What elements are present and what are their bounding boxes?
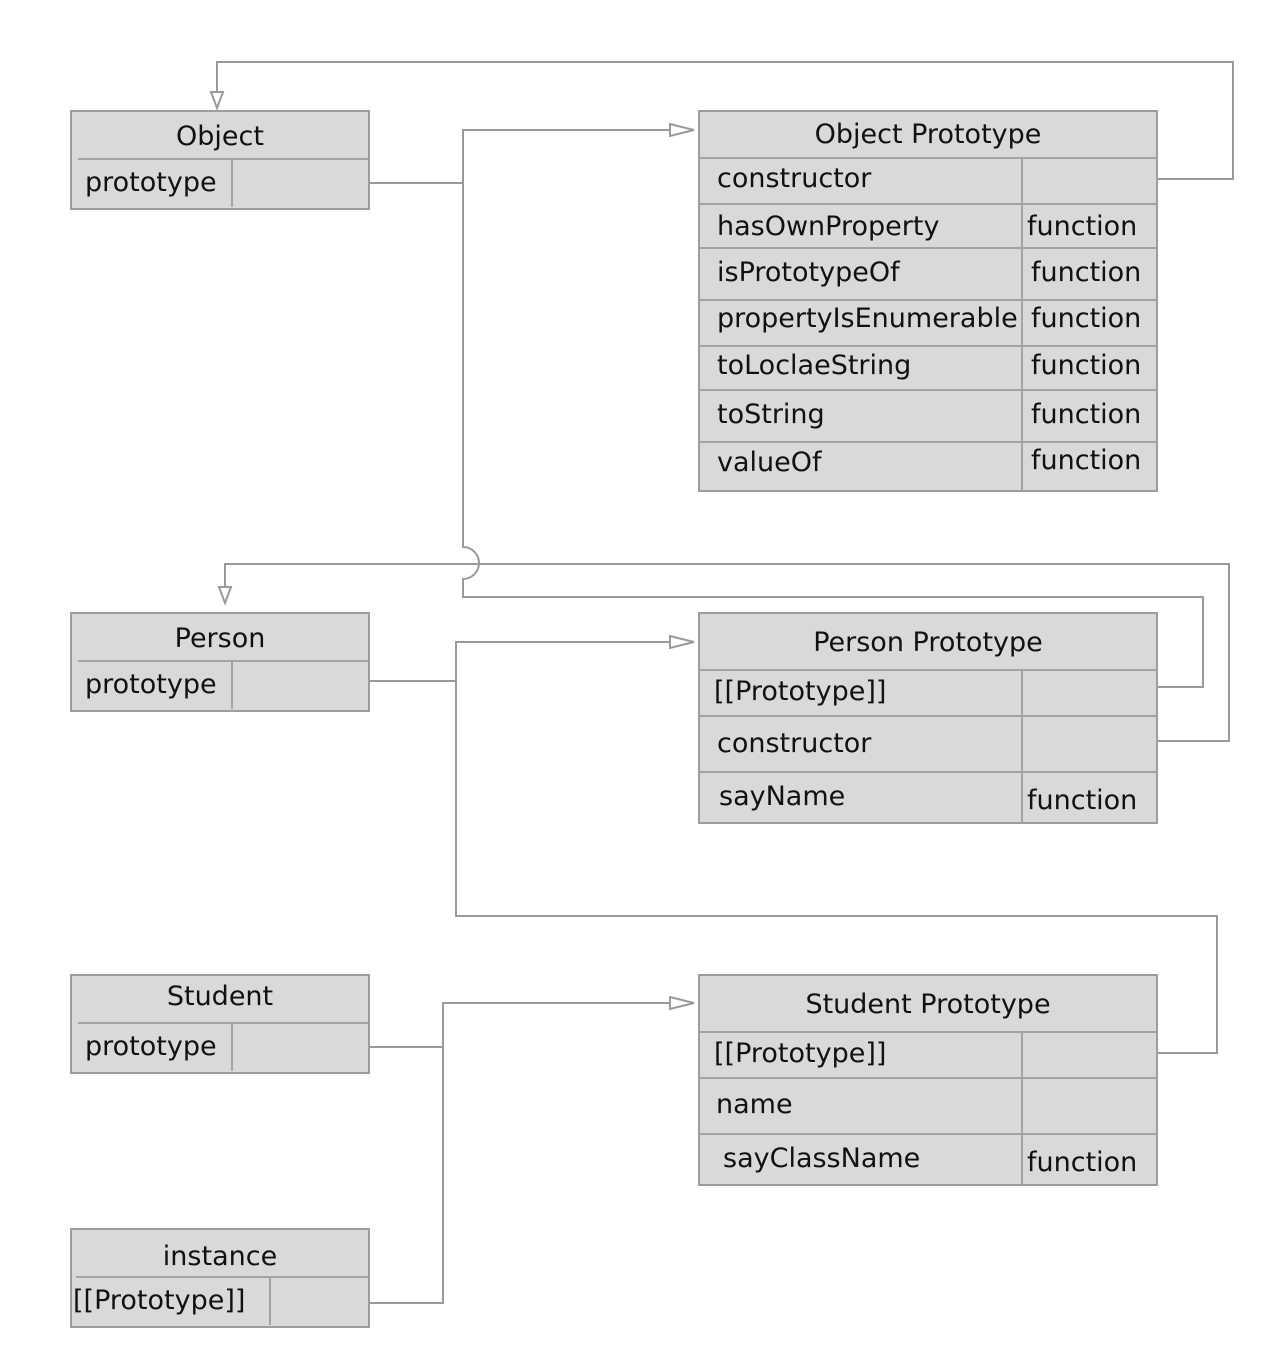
object-prototype-label: prototype [85, 167, 217, 198]
arrowhead-objproto [669, 122, 695, 138]
divider [231, 159, 233, 207]
student-prototype-row-name: name [716, 1089, 793, 1120]
object-box: Object prototype [70, 110, 370, 210]
object-prototype-row-name: hasOwnProperty [717, 211, 940, 242]
divider [700, 157, 1156, 159]
object-prototype-row-value: function [1031, 445, 1142, 476]
student-prototype-row-name: sayClassName [723, 1143, 921, 1174]
divider [78, 158, 368, 160]
person-prototype-row-name: constructor [717, 728, 872, 759]
object-prototype-row-name: toLoclaeString [717, 350, 912, 381]
object-prototype-row-value: function [1031, 399, 1142, 430]
student-prototype-label: prototype [85, 1031, 217, 1062]
divider [700, 715, 1156, 717]
divider [1021, 158, 1023, 490]
divider [700, 345, 1156, 347]
divider [1021, 1032, 1023, 1184]
instance-box: instance [[Prototype]] [70, 1228, 370, 1328]
person-prototype-label: prototype [85, 669, 217, 700]
student-box-title: Student [166, 981, 274, 1012]
divider [700, 441, 1156, 443]
divider [700, 669, 1156, 671]
person-prototype-title: Person Prototype [813, 627, 1043, 658]
divider [78, 660, 368, 662]
object-prototype-row-name: constructor [717, 163, 872, 194]
divider [700, 1077, 1156, 1079]
divider [231, 661, 233, 709]
person-prototype-row-name: [[Prototype]] [714, 676, 887, 707]
divider [700, 771, 1156, 773]
student-prototype-title: Student Prototype [805, 989, 1051, 1020]
student-prototype-box: Student Prototype [[Prototype]] name say… [698, 974, 1158, 1186]
object-prototype-row-value: function [1031, 303, 1142, 334]
person-prototype-row-name: sayName [719, 781, 846, 812]
divider [269, 1277, 271, 1325]
object-prototype-box: Object Prototype constructor hasOwnPrope… [698, 110, 1158, 492]
object-prototype-row-name: toString [717, 399, 825, 430]
divider [78, 1022, 368, 1024]
object-prototype-row-name: isPrototypeOf [717, 257, 900, 288]
arrowhead-person [217, 586, 233, 606]
arrowhead-studentproto [669, 995, 695, 1011]
object-prototype-row-name: propertyIsEnumerable [717, 303, 1018, 334]
student-prototype-row-name: [[Prototype]] [714, 1038, 887, 1069]
object-prototype-row-value: function [1027, 211, 1138, 242]
object-prototype-row-name: valueOf [717, 447, 822, 478]
person-prototype-row-value: function [1027, 785, 1138, 816]
divider [700, 389, 1156, 391]
instance-box-title: instance [162, 1241, 278, 1272]
divider [700, 247, 1156, 249]
divider [231, 1023, 233, 1071]
arrowhead-personproto [669, 634, 695, 650]
divider [700, 299, 1156, 301]
instance-prototype-label: [[Prototype]] [73, 1285, 246, 1316]
divider [700, 1133, 1156, 1135]
person-box-title: Person [174, 623, 266, 654]
object-prototype-title: Object Prototype [814, 119, 1042, 150]
person-box: Person prototype [70, 612, 370, 712]
divider [700, 1031, 1156, 1033]
object-prototype-row-value: function [1031, 350, 1142, 381]
arrowhead-object [209, 91, 225, 111]
divider [1021, 670, 1023, 822]
divider [76, 1276, 368, 1278]
student-prototype-row-value: function [1027, 1147, 1138, 1178]
student-box: Student prototype [70, 974, 370, 1074]
divider [700, 203, 1156, 205]
person-prototype-box: Person Prototype [[Prototype]] construct… [698, 612, 1158, 824]
object-prototype-row-value: function [1031, 257, 1142, 288]
object-box-title: Object [176, 121, 264, 152]
